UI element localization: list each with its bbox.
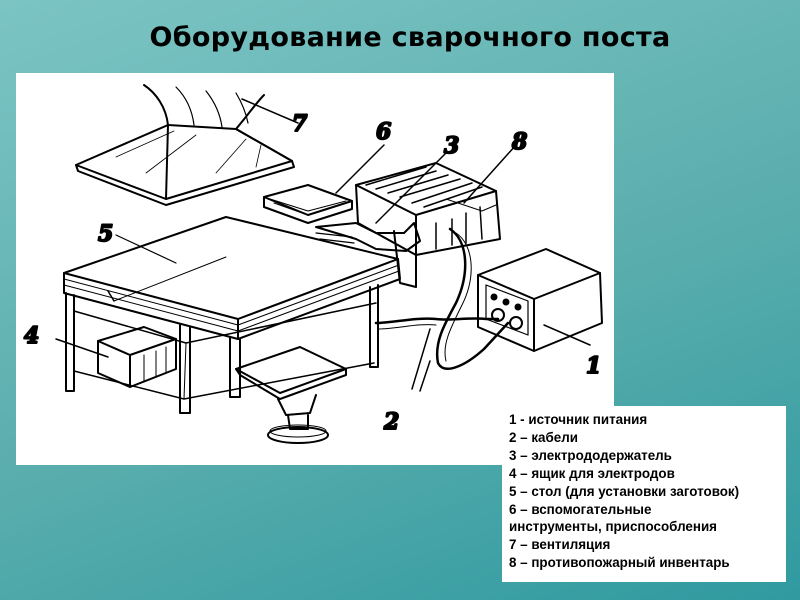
callout-2: 2: [383, 409, 399, 435]
welding-station-figure: 7 6 3 8 5 4 1 2: [16, 73, 614, 465]
welding-station-drawing: 7 6 3 8 5 4 1 2: [23, 84, 603, 444]
power-source: [477, 248, 603, 352]
electrode-box: [55, 326, 177, 388]
legend-item-7: 7 – вентиляция: [509, 537, 611, 553]
callout-5: 5: [98, 221, 113, 247]
welding-table: [63, 216, 401, 414]
callout-7: 7: [292, 111, 308, 137]
legend-item-2: 2 – кабели: [509, 429, 578, 445]
legend-item-5: 5 – стол (для установки заготовок): [509, 483, 740, 499]
callout-1: 1: [586, 353, 601, 379]
legend-item-6-continued: инструменты, приспособления: [509, 519, 717, 535]
callout-3: 3: [444, 133, 459, 159]
callout-5-leader: [115, 234, 177, 264]
welder-stool: [235, 346, 347, 444]
electrode-holder: [315, 152, 447, 288]
legend-item-6: 6 – вспомогательные: [509, 501, 652, 517]
legend-item-1: 1 - источник питания: [509, 412, 648, 427]
callout-4: 4: [24, 323, 39, 349]
callout-6: 6: [376, 119, 391, 145]
callout-8: 8: [511, 129, 527, 155]
legend-item-4: 4 – ящик для электродов: [509, 465, 675, 481]
ventilation-hood: [75, 84, 299, 206]
legend-item-3: 3 – электрододержатель: [509, 447, 672, 463]
figure-legend: 1 - источник питания 2 – кабели 3 – элек…: [502, 406, 786, 582]
auxiliary-tools-box: [263, 144, 385, 224]
fire-fighting-equipment: [355, 144, 517, 256]
welding-cables: [374, 227, 510, 392]
legend-item-8: 8 – противопожарный инвентарь: [509, 555, 730, 571]
slide-title: Оборудование сварочного поста: [149, 22, 671, 53]
